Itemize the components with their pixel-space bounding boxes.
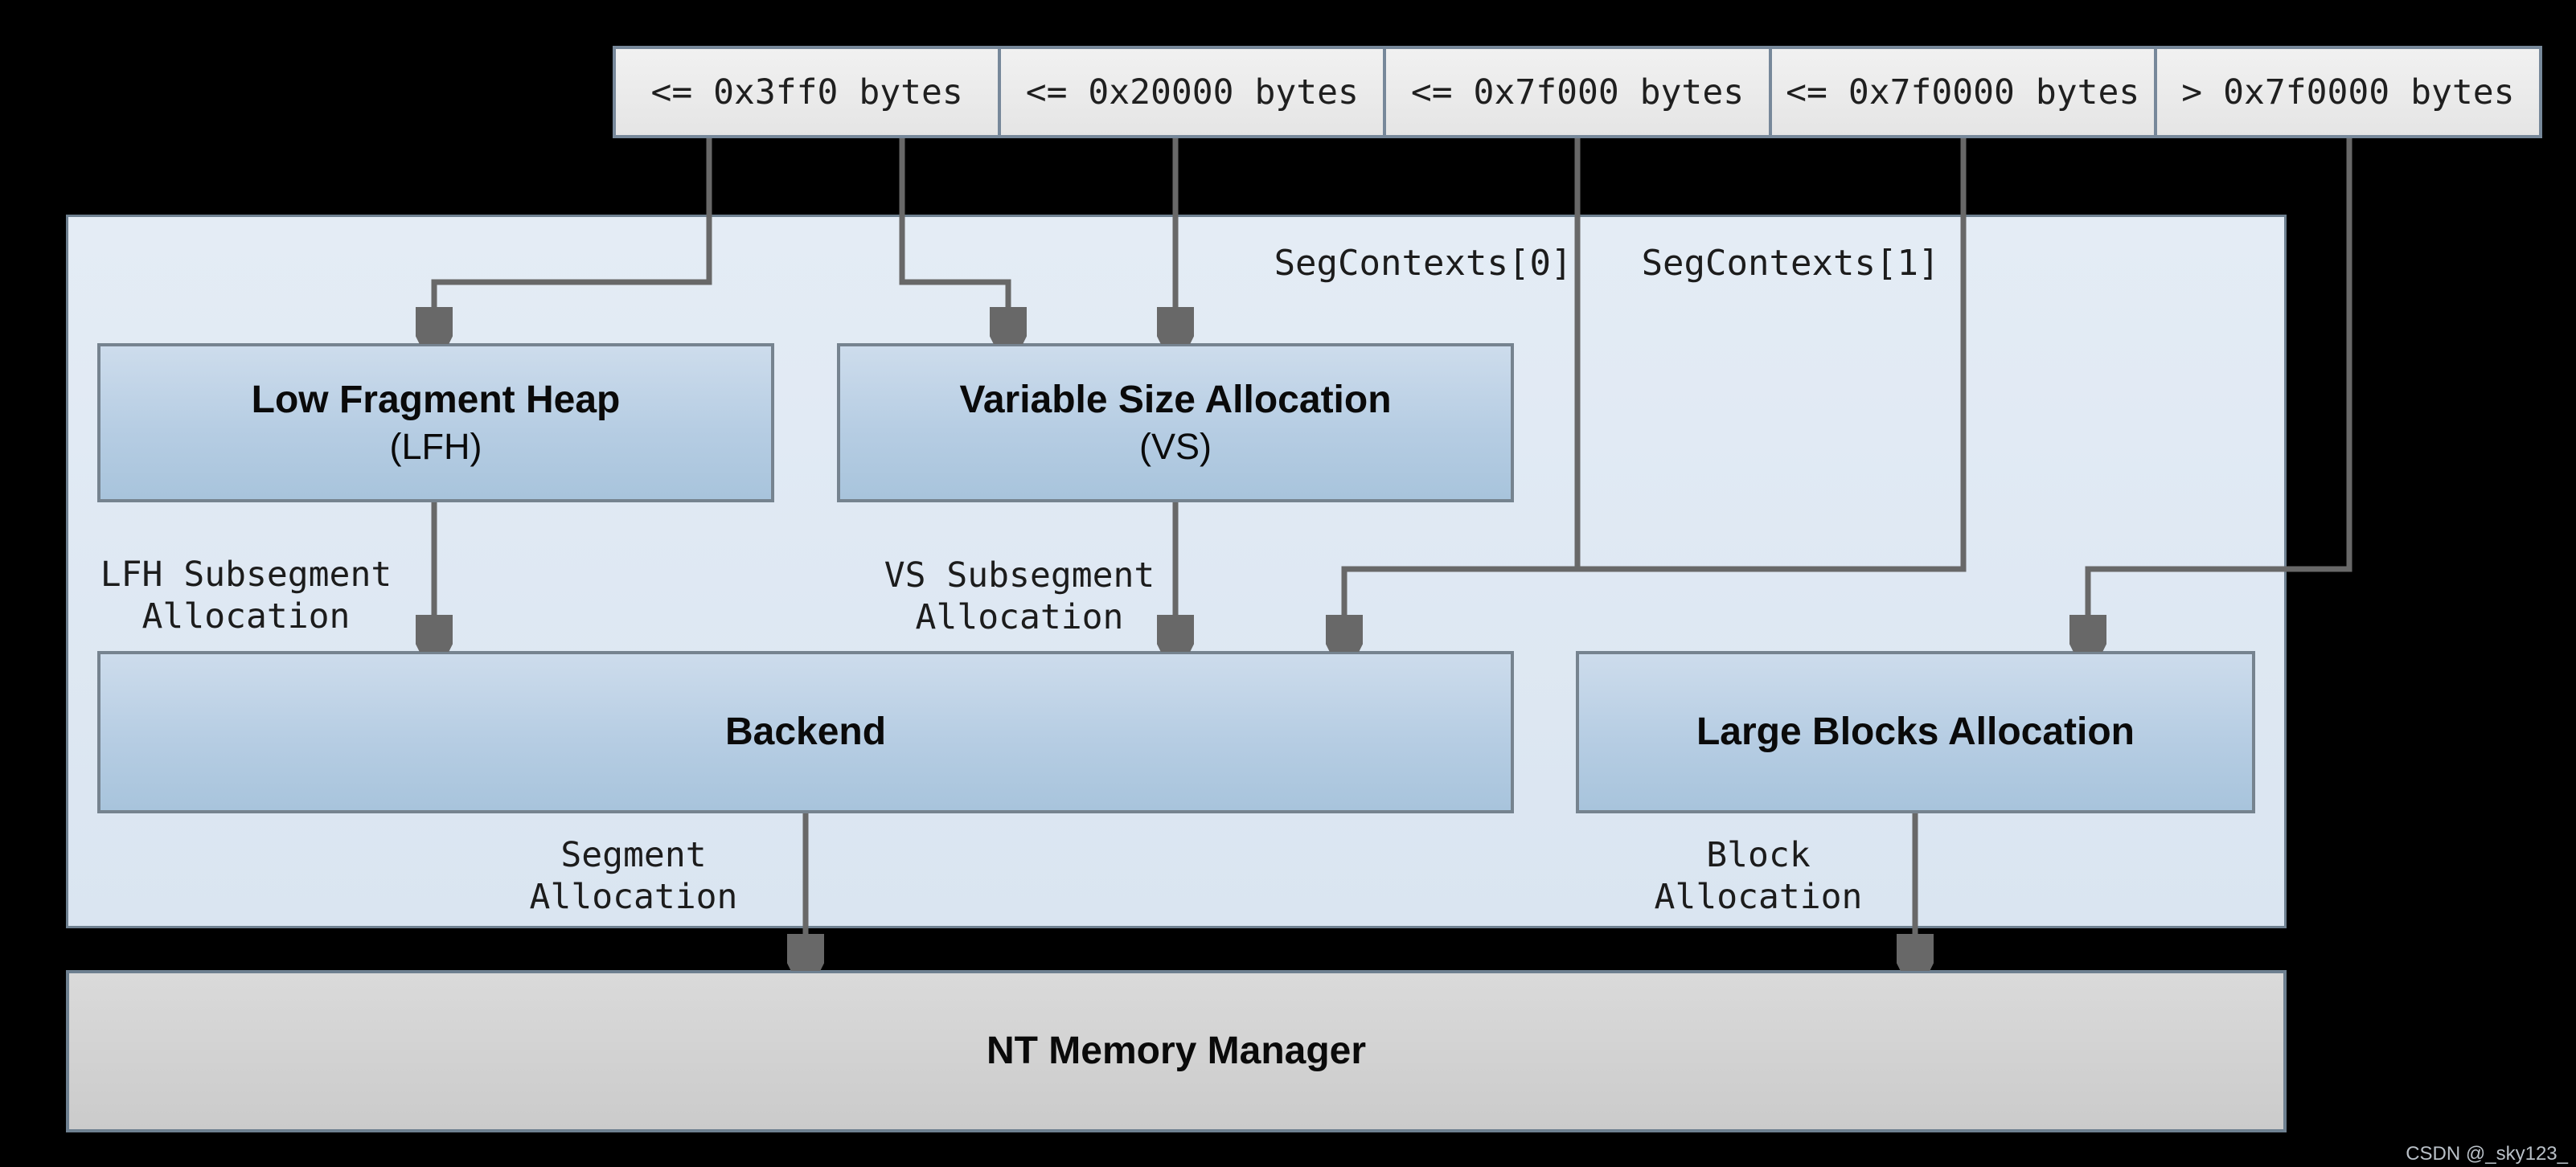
- segment-allocation-line1: Segment: [560, 835, 707, 875]
- condition-box-lfh-size: <= 0x3ff0 bytes: [616, 49, 999, 135]
- node-low-fragment-heap: Low Fragment Heap (LFH): [97, 343, 774, 502]
- block-allocation-label: Block Allocation: [1655, 834, 1863, 918]
- vs-abbr: (VS): [1139, 426, 1212, 467]
- csdn-watermark: CSDN @_sky123_: [2406, 1143, 2568, 1165]
- condition-box-segctx1-size: <= 0x7f0000 bytes: [1768, 49, 2154, 135]
- node-nt-memory-manager: NT Memory Manager: [66, 970, 2287, 1132]
- backend-title: Backend: [724, 710, 887, 753]
- block-allocation-line1: Block: [1706, 835, 1811, 875]
- segment-allocation-line2: Allocation: [529, 877, 738, 917]
- vs-subsegment-line1: VS Subsegment: [884, 555, 1155, 596]
- block-allocation-line2: Allocation: [1654, 877, 1863, 917]
- lfh-subsegment-allocation-label: LFH Subsegment Allocation: [100, 554, 392, 637]
- large-blocks-title: Large Blocks Allocation: [1696, 710, 2135, 753]
- lfh-abbr: (LFH): [389, 426, 482, 467]
- segcontexts1-label: SegContexts[1]: [1641, 243, 1940, 284]
- condition-box-vs-size: <= 0x20000 bytes: [998, 49, 1384, 135]
- node-variable-size-allocation: Variable Size Allocation (VS): [837, 343, 1514, 502]
- node-backend: Backend: [97, 651, 1514, 813]
- lfh-subsegment-line2: Allocation: [142, 596, 351, 637]
- nt-memory-manager-title: NT Memory Manager: [986, 1030, 1367, 1072]
- segcontexts0-label: SegContexts[0]: [1274, 243, 1573, 284]
- segment-allocation-label: Segment Allocation: [530, 834, 738, 918]
- vs-title: Variable Size Allocation: [959, 379, 1392, 421]
- condition-box-large-size: > 0x7f0000 bytes: [2153, 49, 2540, 135]
- lfh-title: Low Fragment Heap: [251, 379, 621, 421]
- node-large-blocks-allocation: Large Blocks Allocation: [1576, 651, 2255, 813]
- lfh-subsegment-line1: LFH Subsegment: [100, 555, 392, 595]
- size-condition-row: <= 0x3ff0 bytes <= 0x20000 bytes <= 0x7f…: [613, 46, 2542, 138]
- vs-subsegment-line2: Allocation: [915, 597, 1124, 637]
- vs-subsegment-allocation-label: VS Subsegment Allocation: [884, 555, 1155, 638]
- segment-heap-container: [66, 215, 2287, 928]
- condition-box-segctx0-size: <= 0x7f000 bytes: [1383, 49, 1769, 135]
